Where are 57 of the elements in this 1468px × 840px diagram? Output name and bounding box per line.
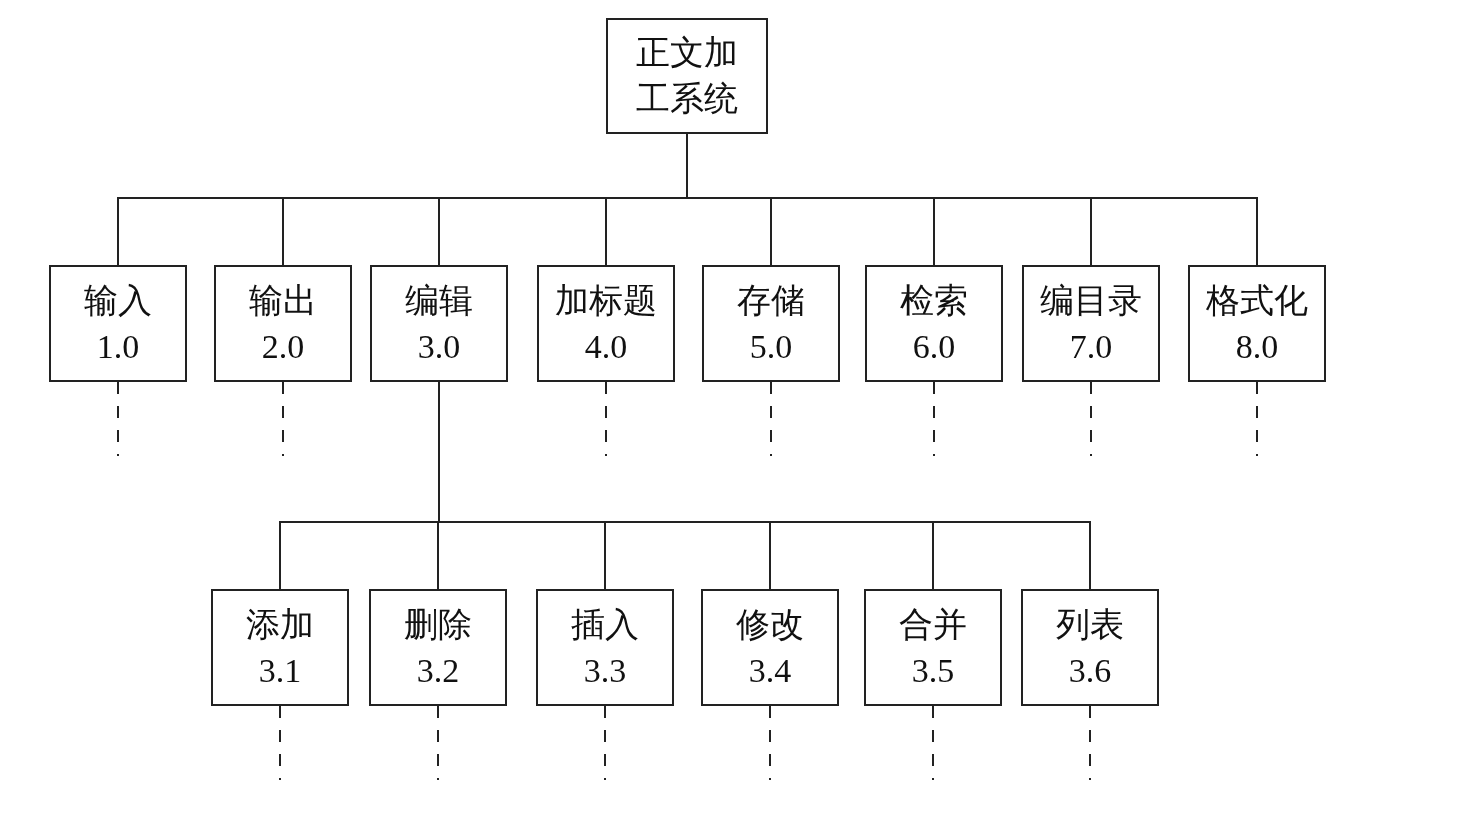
node-title: 格式化 [1206, 280, 1308, 321]
dashed-line [117, 381, 119, 457]
process-box [1188, 265, 1326, 382]
node-title: 删除 [404, 604, 472, 645]
node-title: 编目录 [1040, 280, 1142, 321]
node-number: 3.5 [911, 650, 955, 691]
dashed-line [770, 381, 772, 457]
node-title: 存储 [737, 280, 805, 321]
dashed-line [282, 381, 284, 457]
dashed-line [769, 705, 771, 781]
node-number: 5.0 [749, 326, 793, 367]
dashed-line [437, 705, 439, 781]
node-number: 1.0 [96, 326, 140, 367]
node-title: 列表 [1056, 604, 1124, 645]
dashed-line [932, 705, 934, 781]
node-number: 3.4 [748, 650, 792, 691]
dashed-line [279, 705, 281, 781]
node-title: 正文加工系统 [635, 33, 739, 119]
process-box [369, 589, 507, 706]
process-box [702, 265, 840, 382]
dashed-line [1256, 381, 1258, 457]
node-title: 编辑 [405, 280, 473, 321]
process-box [214, 265, 352, 382]
node-title: 加标题 [555, 280, 657, 321]
process-box [536, 589, 674, 706]
node-title: 输入 [84, 280, 152, 321]
node-title: 输出 [249, 280, 317, 321]
node-title: 添加 [246, 604, 314, 645]
node-title: 修改 [736, 604, 804, 645]
node-title: 合并 [899, 604, 967, 645]
node-number: 3.6 [1068, 650, 1112, 691]
process-box [1022, 265, 1160, 382]
node-number: 3.2 [416, 650, 460, 691]
process-box [865, 265, 1003, 382]
dashed-line [1089, 705, 1091, 781]
process-box [864, 589, 1002, 706]
node-title: 插入 [571, 604, 639, 645]
node-number: 6.0 [912, 326, 956, 367]
dashed-line [1090, 381, 1092, 457]
process-box [211, 589, 349, 706]
node-number: 3.1 [258, 650, 302, 691]
process-box [370, 265, 508, 382]
node-number: 3.0 [417, 326, 461, 367]
node-number: 4.0 [584, 326, 628, 367]
dashed-line [604, 705, 606, 781]
process-box [49, 265, 187, 382]
node-number: 2.0 [261, 326, 305, 367]
dashed-line [933, 381, 935, 457]
node-number: 8.0 [1235, 326, 1279, 367]
node-number: 3.3 [583, 650, 627, 691]
process-box [537, 265, 675, 382]
node-number: 7.0 [1069, 326, 1113, 367]
process-box [701, 589, 839, 706]
node-title: 检索 [900, 280, 968, 321]
process-box [606, 18, 768, 134]
dashed-line [605, 381, 607, 457]
process-box [1021, 589, 1159, 706]
